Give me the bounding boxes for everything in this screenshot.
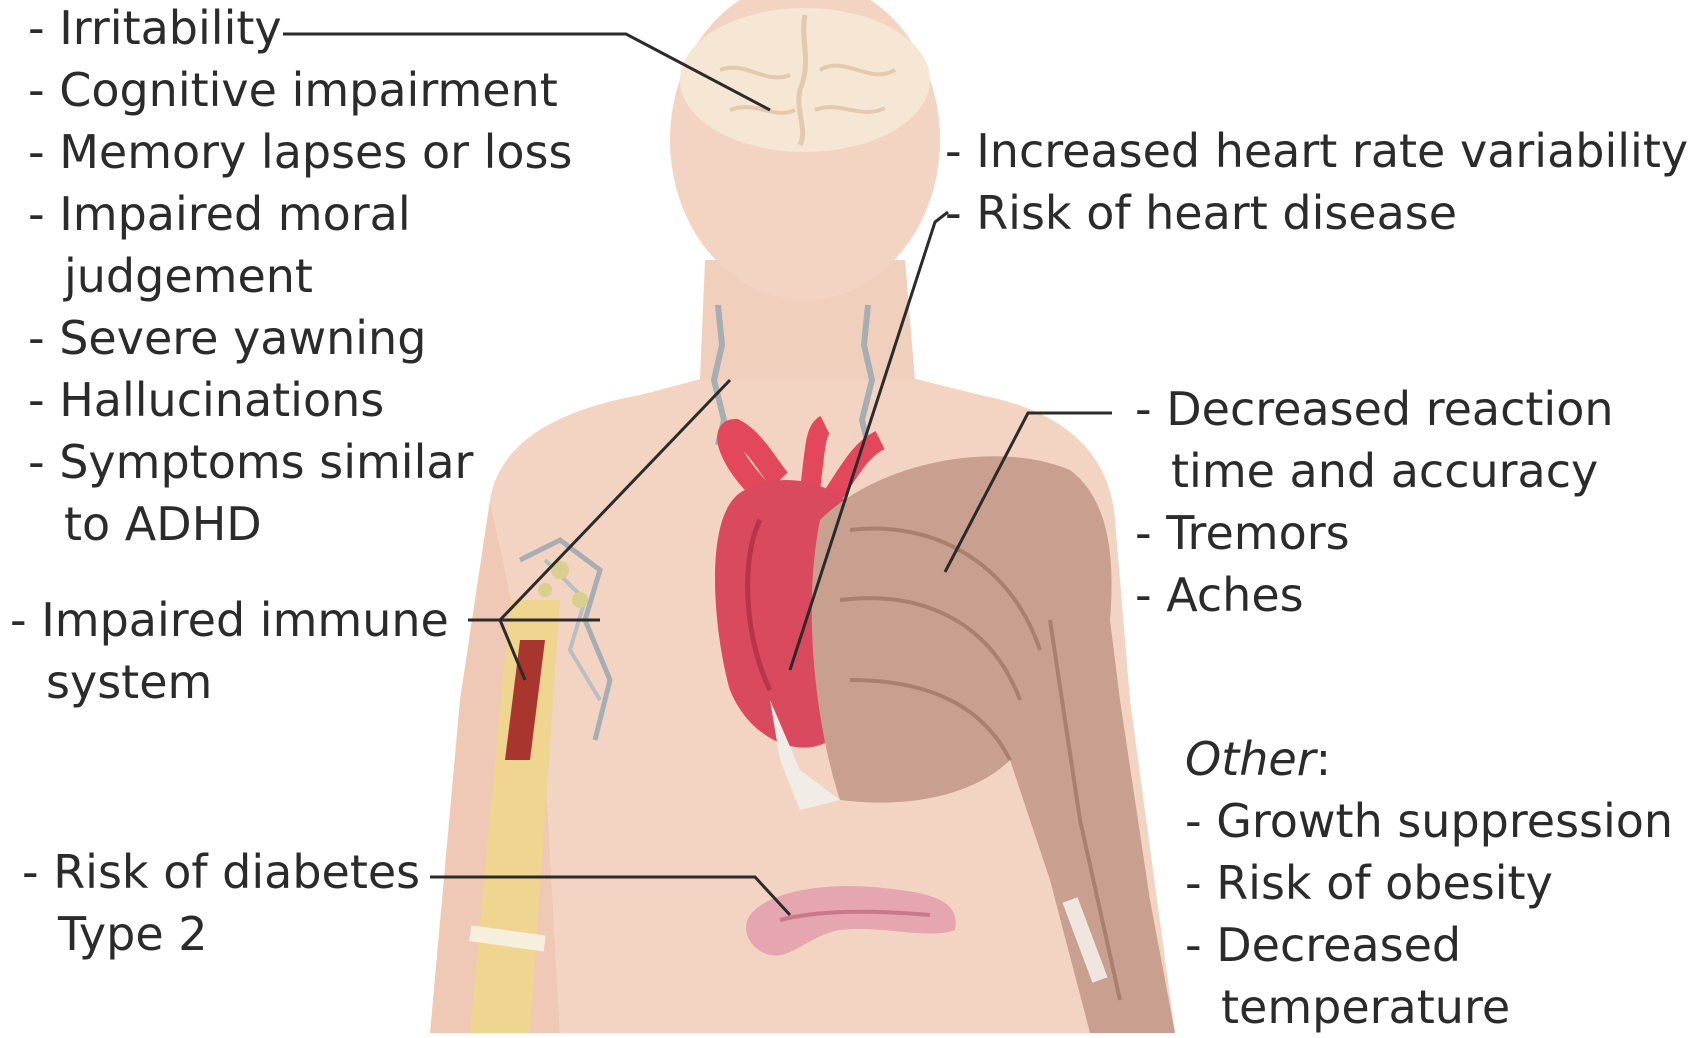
other-heading-text: Other <box>1185 732 1316 786</box>
muscle-effect-3: - Aches <box>1135 564 1614 626</box>
muscle-effect-1: - Decreased reaction <box>1135 378 1614 440</box>
immune-effect-1-cont: system <box>10 651 449 713</box>
other-heading: Other: <box>1185 728 1673 790</box>
brain-effect-6: - Hallucinations <box>28 369 572 431</box>
muscle-effects-list: - Decreased reaction time and accuracy -… <box>1135 378 1614 626</box>
immune-effects-list: - Impaired immune system <box>10 589 449 713</box>
brain-effect-4-cont: judgement <box>28 245 572 307</box>
other-effects-list: Other: - Growth suppression - Risk of ob… <box>1185 728 1673 1038</box>
brain-effect-3: - Memory lapses or loss <box>28 121 572 183</box>
diabetes-effect-1: - Risk of diabetes <box>22 841 420 903</box>
brain-organ <box>680 8 930 152</box>
other-heading-colon: : <box>1316 732 1332 786</box>
heart-effect-2: - Risk of heart disease <box>945 182 1688 244</box>
brain-effects-list: - Irritability - Cognitive impairment - … <box>28 0 572 555</box>
muscle-effect-2: - Tremors <box>1135 502 1614 564</box>
diabetes-effects-list: - Risk of diabetes Type 2 <box>22 841 420 965</box>
other-effect-3: - Decreased <box>1185 914 1673 976</box>
immune-effect-1: - Impaired immune <box>10 589 449 651</box>
brain-effect-4: - Impaired moral <box>28 183 572 245</box>
other-effect-1: - Growth suppression <box>1185 790 1673 852</box>
brain-effect-7: - Symptoms similar <box>28 431 572 493</box>
diabetes-effect-1-cont: Type 2 <box>22 903 420 965</box>
brain-effect-5: - Severe yawning <box>28 307 572 369</box>
heart-effect-1: - Increased heart rate variability <box>945 120 1688 182</box>
heart-effects-list: - Increased heart rate variability - Ris… <box>945 120 1688 244</box>
other-effect-3-cont: temperature <box>1185 976 1673 1038</box>
brain-effect-1: - Irritability <box>28 0 572 59</box>
brain-effect-7-cont: to ADHD <box>28 493 572 555</box>
brain-effect-2: - Cognitive impairment <box>28 59 572 121</box>
other-effect-2: - Risk of obesity <box>1185 852 1673 914</box>
muscle-effect-1-cont: time and accuracy <box>1135 440 1614 502</box>
